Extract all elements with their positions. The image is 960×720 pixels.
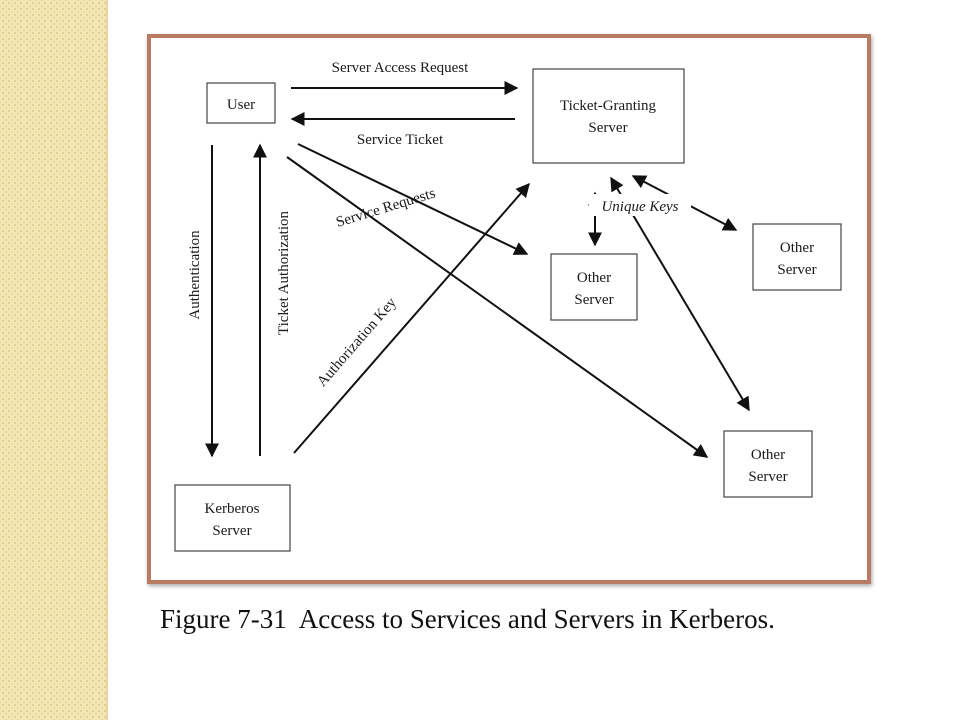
node-tgs-label-line2: Server [588, 120, 627, 136]
figure-caption: Figure 7-31 Access to Services and Serve… [160, 604, 775, 634]
node-other-server-right: Other Server [752, 223, 842, 291]
node-kerberos-label-line2: Server [212, 523, 251, 539]
node-user: User [206, 82, 276, 124]
node-other-bottom-line1: Other [751, 447, 785, 463]
node-other-server-middle: Other Server [550, 253, 638, 321]
node-other-middle-line2: Server [574, 292, 613, 308]
node-kerberos-label-line1: Kerberos [205, 501, 260, 517]
node-other-right-line1: Other [780, 240, 814, 256]
edge-label-service-requests: Service Requests [334, 185, 437, 230]
node-other-middle-line1: Other [577, 270, 611, 286]
node-tgs-label-line1: Ticket-Granting [560, 98, 657, 114]
node-user-label: User [227, 97, 255, 113]
edge-authorization-key-arrow [293, 182, 530, 454]
sidebar-divider [106, 0, 108, 720]
unique-keys-label-background [589, 194, 691, 216]
node-other-right-line2: Server [777, 262, 816, 278]
edge-label-ticket-authorization: Ticket Authorization [276, 210, 292, 335]
node-other-bottom-line2: Server [748, 469, 787, 485]
node-other-server-bottom: Other Server [723, 430, 813, 498]
edge-label-service-ticket: Service Ticket [357, 132, 444, 148]
edge-label-authentication: Authentication [187, 230, 203, 320]
edge-label-server-access-request: Server Access Request [332, 60, 469, 76]
decorative-sidebar [0, 0, 106, 720]
edge-unique-key-bottom-arrow [610, 176, 750, 412]
edge-label-authorization-key: Authorization Key [314, 294, 400, 389]
edge-service-request-to-other-middle-arrow [297, 143, 529, 255]
node-ticket-granting-server: Ticket-Granting Server [532, 68, 685, 164]
edge-label-unique-keys: Unique Keys [601, 199, 678, 215]
node-kerberos-server: Kerberos Server [174, 484, 291, 552]
